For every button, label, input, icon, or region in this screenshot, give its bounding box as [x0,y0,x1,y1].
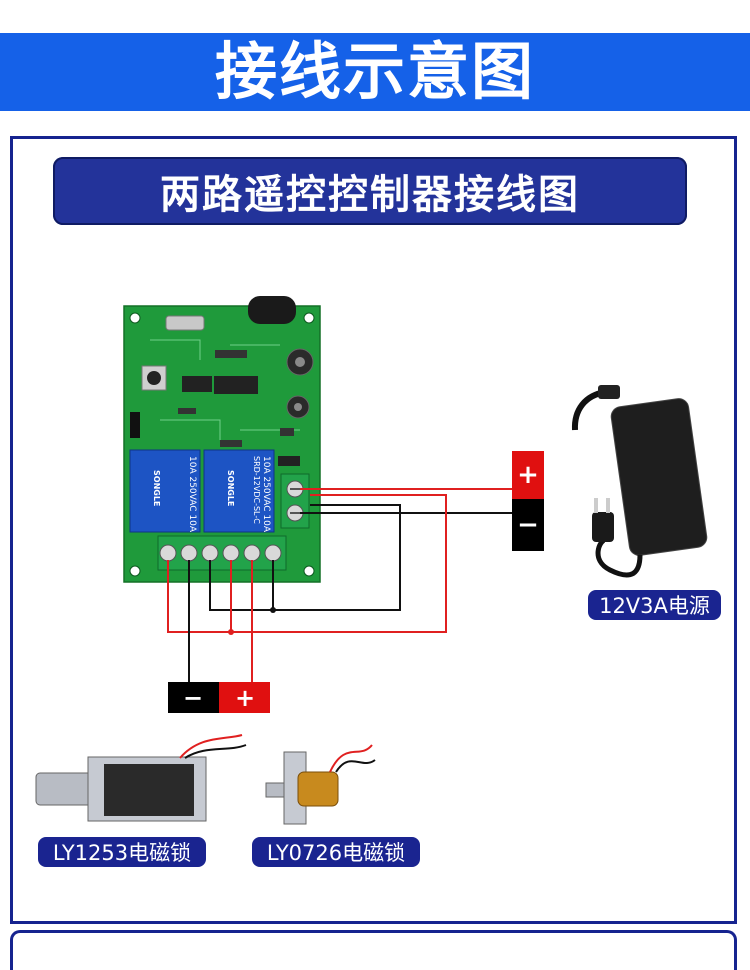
power-terminal-block [280,473,310,529]
wire-red-com [167,494,447,633]
lock-wire-red [329,744,373,773]
diagram-subtitle: 两路遥控控制器接线图 [160,172,580,218]
relay-body [203,449,275,533]
relay-2: 10A 250VAC 10A 125VAC SRD-12VDC-SL-C SON… [203,449,275,570]
screw-terminal [222,544,240,562]
lock-wire-red [179,734,243,759]
ic-chip [214,376,258,394]
relay-body [129,449,201,533]
page-title: 接线示意图 [214,35,535,108]
relay-rating: 10A 250VAC 10A 125VAC [261,456,271,570]
mount-hole [129,565,141,577]
power-minus-label: − [517,510,539,540]
diode [278,456,300,466]
load-plus-box [219,682,270,713]
mount-hole [129,312,141,324]
ac-plug [592,512,614,542]
ic-chip [182,376,212,392]
next-section-frame [10,930,737,970]
subtitle-box: 两路遥控控制器接线图 [53,157,687,225]
capacitor-top [295,357,305,367]
header-banner: 接线示意图 [0,33,750,111]
lock-wire-black [184,744,247,759]
pin-header [130,412,140,438]
plug-pin [606,498,610,513]
load-plus-label: + [235,684,255,712]
plug-pin [594,498,598,513]
output-terminal-block [157,535,287,571]
power-plus-label: + [517,460,539,490]
power-plus-box [512,451,544,499]
screw-terminal [201,544,219,562]
diagram-frame [10,136,737,924]
ac-cable [595,537,643,578]
dc-plug [598,385,620,399]
plunger [35,772,93,806]
resistor [178,408,196,414]
screw-terminal [180,544,198,562]
load-polarity-markers: − + [168,682,270,713]
wire-junction [228,629,234,635]
antenna-coil [248,296,296,324]
relay-1: 10A 250VAC 10A 125VAC SONGLE [129,449,201,570]
crystal [165,315,205,331]
load-minus-box [168,682,219,713]
screw-row [159,544,282,562]
controller-board [123,296,321,583]
coil [104,764,194,816]
wire-black-com [209,504,401,611]
mount-hole [303,312,315,324]
lock2-label: LY0726电磁锁 [252,837,420,867]
relay-brand: SONGLE [152,470,161,506]
power-adapter [571,385,708,578]
resistor [220,440,242,447]
wires [167,488,512,686]
load-minus-label: − [183,684,203,712]
wire-junction [270,607,276,613]
lock1-label: LY1253电磁锁 [38,837,206,867]
relay-brand: SONGLE [226,470,235,506]
capacitor-top [294,403,302,411]
screw-terminal [243,544,261,562]
mount-hole [303,565,315,577]
power-polarity-markers: + − [512,451,544,551]
screw-terminal [264,544,282,562]
screw-terminal [159,544,177,562]
trace [150,339,300,440]
resistor-array [215,350,247,358]
relay-model: SRD-12VDC-SL-C [252,456,261,524]
transistor [280,428,294,436]
button-cap [147,371,161,385]
lock-ly0726 [265,744,376,825]
lock-ly1253 [35,734,247,822]
lock-wire-black [335,759,376,773]
power-supply-label: 12V3A电源 [588,590,721,620]
coil [297,771,339,807]
adapter-brick [610,398,708,556]
relay-rating: 10A 250VAC 10A 125VAC [187,456,197,570]
power-minus-box [512,499,544,551]
